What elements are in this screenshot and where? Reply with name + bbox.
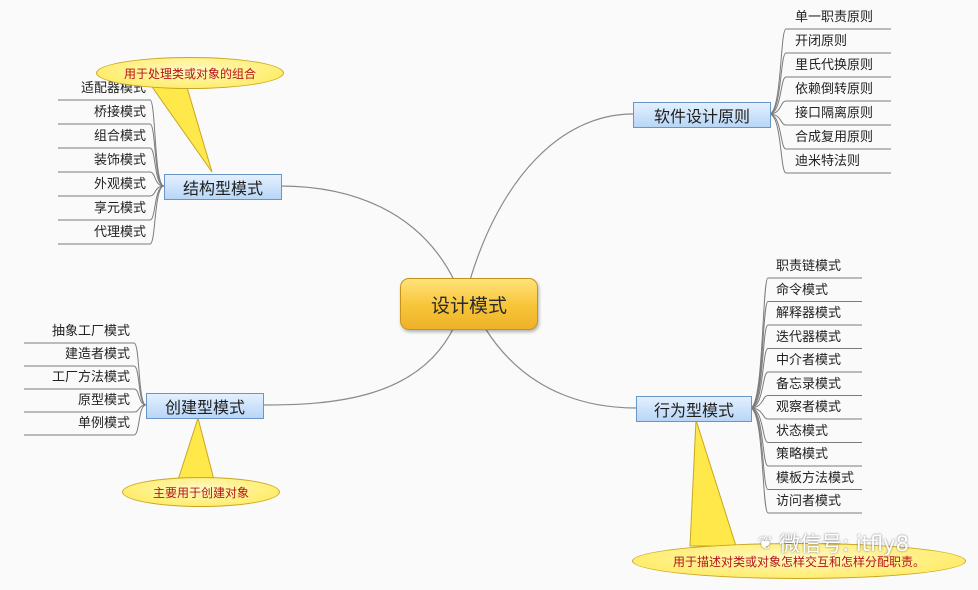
behavioral-item[interactable]: 状态模式 [776, 423, 829, 439]
principles-item[interactable]: 里氏代换原则 [795, 58, 874, 73]
watermark-text: 微信号: itfly8 [779, 532, 909, 556]
creational-item[interactable]: 工厂方法模式 [51, 370, 130, 385]
behavioral-link [749, 371, 769, 409]
behavioral-note-tail [689, 419, 737, 547]
connector-principles [469, 113, 634, 281]
principles-item[interactable]: 接口隔离原则 [795, 106, 874, 121]
behavioral-link [749, 301, 769, 409]
behavioral-item[interactable]: 解释器模式 [776, 306, 842, 321]
creational-link [133, 342, 147, 406]
principles-item[interactable]: 开闭原则 [795, 34, 848, 49]
structural-item[interactable]: 享元模式 [93, 201, 146, 216]
creational-item[interactable]: 抽象工厂模式 [51, 324, 130, 339]
principles-item[interactable]: 迪米特法则 [795, 154, 861, 169]
structural-link [149, 147, 165, 187]
behavioral-item[interactable]: 模板方法模式 [776, 470, 855, 486]
branch-creational-patterns[interactable]: 创建型模式 [146, 393, 264, 419]
structural-item[interactable]: 代理模式 [93, 225, 146, 240]
principles-item[interactable]: 合成复用原则 [795, 130, 874, 145]
creational-item[interactable]: 单例模式 [77, 416, 130, 431]
structural-item[interactable]: 外观模式 [93, 177, 146, 192]
connector-creational [261, 324, 456, 406]
behavioral-link [749, 277, 769, 409]
structural-item[interactable]: 桥接模式 [93, 105, 146, 120]
behavioral-item[interactable]: 迭代器模式 [776, 329, 842, 345]
structural-note-tail [149, 83, 213, 173]
principles-link [768, 76, 787, 115]
structural-note: 用于处理类或对象的组合 [96, 57, 284, 89]
behavioral-link [749, 395, 769, 409]
principles-link [768, 113, 787, 150]
connector-behavioral [484, 327, 637, 409]
structural-item[interactable]: 组合模式 [93, 129, 146, 144]
principles-link [768, 52, 787, 115]
principles-link [768, 100, 787, 115]
behavioral-link [749, 407, 769, 514]
creational-link [133, 388, 147, 406]
watermark: ❦ 微信号: itfly8 [758, 528, 909, 558]
principles-item[interactable]: 依赖倒转原则 [795, 82, 874, 97]
creational-item[interactable]: 原型模式 [77, 393, 130, 408]
behavioral-item[interactable]: 备忘录模式 [776, 376, 842, 392]
principles-item[interactable]: 单一职责原则 [795, 10, 874, 25]
behavioral-item[interactable]: 中介者模式 [776, 353, 842, 368]
behavioral-link [749, 324, 769, 409]
central-topic[interactable]: 设计模式 [400, 278, 538, 330]
creational-link [133, 404, 147, 436]
branch-structural-patterns[interactable]: 结构型模式 [164, 174, 282, 200]
creational-link [133, 365, 147, 406]
behavioral-item[interactable]: 命令模式 [776, 282, 829, 298]
behavioral-item[interactable]: 观察者模式 [776, 400, 842, 415]
behavioral-item[interactable]: 职责链模式 [776, 259, 842, 274]
principles-link [768, 113, 787, 174]
creational-note-tail [177, 416, 215, 481]
behavioral-link [749, 348, 769, 409]
behavioral-note: 用于描述对类或对象怎样交互和怎样分配职责。 [632, 543, 966, 579]
connector-structural [279, 185, 456, 283]
branch-software-design-principles[interactable]: 软件设计原则 [633, 102, 771, 128]
structural-item[interactable]: 装饰模式 [93, 153, 146, 168]
principles-link [768, 28, 787, 115]
branch-behavioral-patterns[interactable]: 行为型模式 [636, 396, 752, 422]
behavioral-item[interactable]: 策略模式 [776, 447, 829, 462]
creational-note: 主要用于创建对象 [122, 477, 280, 507]
structural-link [149, 123, 165, 187]
structural-link [149, 171, 165, 187]
wechat-icon: ❦ [758, 532, 774, 554]
behavioral-item[interactable]: 访问者模式 [776, 494, 842, 509]
structural-link [149, 185, 165, 245]
creational-item[interactable]: 建造者模式 [64, 347, 130, 362]
structural-link [149, 99, 165, 187]
